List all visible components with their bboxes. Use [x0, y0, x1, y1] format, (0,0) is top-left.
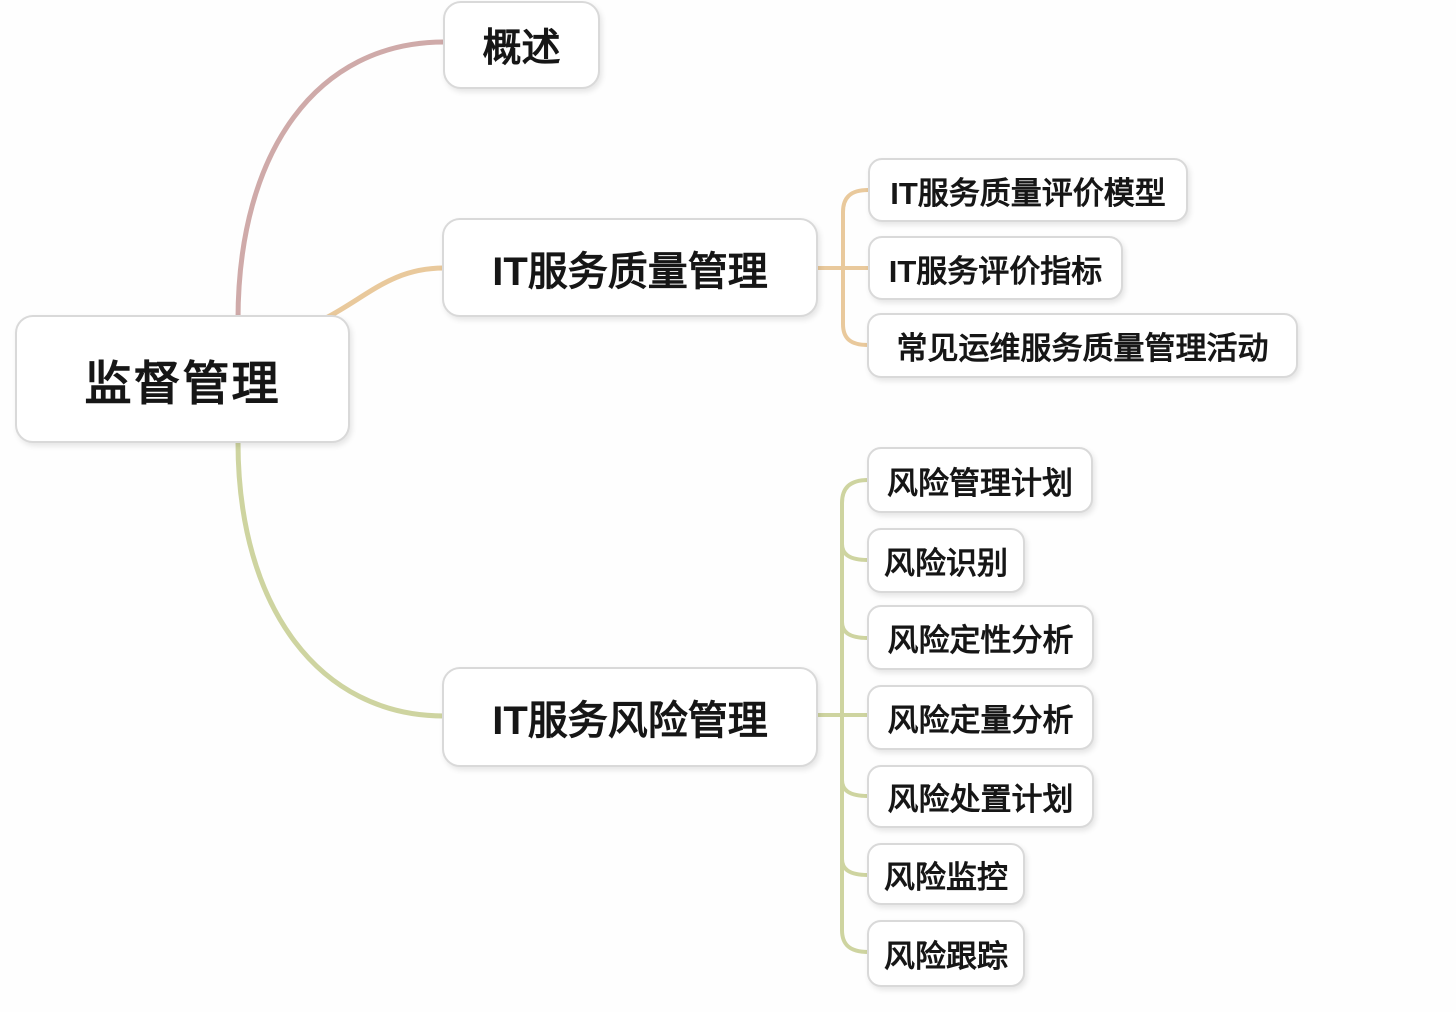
- leaf-node-quality-2[interactable]: 常见运维服务质量管理活动: [867, 313, 1298, 378]
- leaf-node-risk-2[interactable]: 风险定性分析: [867, 605, 1094, 670]
- leaf-node-label: 风险处置计划: [887, 782, 1074, 817]
- quality-children-trunk: [841, 188, 870, 347]
- leaf-node-quality-1[interactable]: IT服务评价指标: [868, 236, 1123, 300]
- branch-line-overview: [235, 39, 447, 323]
- branch-node-risk[interactable]: IT服务风险管理: [442, 667, 818, 767]
- leaf-node-label: 风险定性分析: [887, 623, 1074, 658]
- root-node[interactable]: 监督管理: [15, 315, 350, 443]
- branch-node-overview[interactable]: 概述: [443, 1, 600, 89]
- leaf-node-risk-0[interactable]: 风险管理计划: [867, 447, 1093, 513]
- leaf-node-risk-1[interactable]: 风险识别: [867, 528, 1025, 593]
- risk-children-trunk: [840, 478, 870, 954]
- leaf-node-label: IT服务评价指标: [888, 253, 1103, 289]
- leaf-node-risk-3[interactable]: 风险定量分析: [867, 685, 1094, 750]
- leaf-node-risk-4[interactable]: 风险处置计划: [867, 765, 1094, 828]
- leaf-node-risk-6[interactable]: 风险跟踪: [867, 920, 1025, 987]
- risk-child-stub-2: [840, 620, 870, 640]
- leaf-node-label: IT服务质量评价模型: [890, 175, 1166, 211]
- leaf-node-quality-0[interactable]: IT服务质量评价模型: [868, 158, 1188, 222]
- branch-node-quality-label: IT服务质量管理: [492, 249, 768, 294]
- branch-node-risk-label: IT服务风险管理: [492, 699, 768, 743]
- leaf-node-label: 风险识别: [884, 546, 1008, 581]
- branch-node-quality[interactable]: IT服务质量管理: [442, 218, 818, 317]
- branch-node-overview-label: 概述: [482, 27, 561, 70]
- root-node-label: 监督管理: [84, 356, 281, 410]
- risk-child-stub-5: [840, 857, 870, 877]
- branch-line-quality: [323, 265, 447, 321]
- leaf-node-label: 风险管理计划: [887, 465, 1073, 501]
- risk-child-stub-4: [840, 778, 870, 798]
- leaf-node-label: 风险监控: [884, 859, 1008, 895]
- leaf-node-risk-5[interactable]: 风险监控: [867, 843, 1025, 905]
- risk-child-stub-1: [840, 542, 870, 562]
- branch-line-risk: [235, 439, 447, 719]
- leaf-node-label: 常见运维服务质量管理活动: [896, 331, 1269, 366]
- leaf-node-label: 风险跟踪: [884, 939, 1008, 974]
- leaf-node-label: 风险定量分析: [887, 703, 1074, 738]
